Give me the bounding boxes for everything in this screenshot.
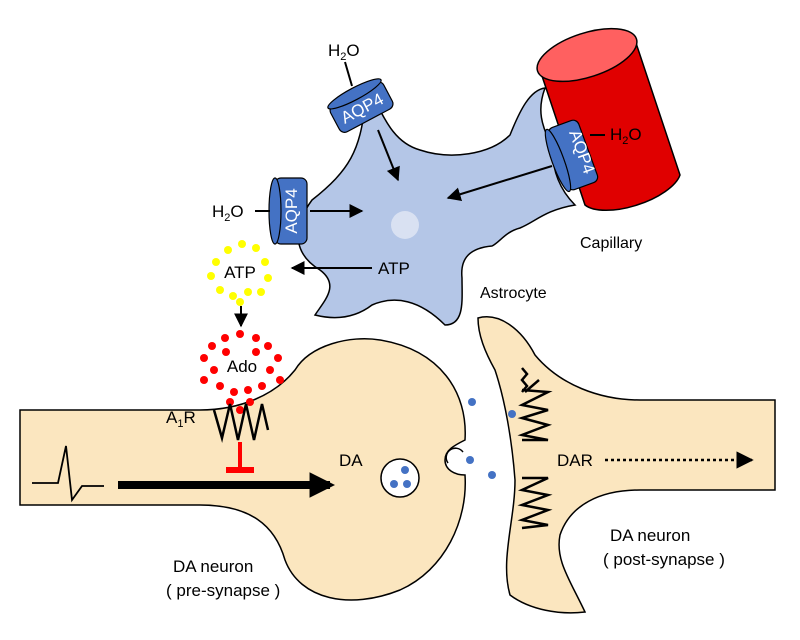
da-dot — [468, 398, 476, 406]
da-receptor-bottom — [517, 476, 553, 530]
astrocyte-nucleus — [391, 211, 419, 239]
vesicle-da-dot — [390, 480, 398, 488]
atp-label: ATP — [224, 263, 256, 282]
h2o-label-left: H2O — [212, 202, 244, 224]
da-dot — [488, 471, 496, 479]
pre-neuron-sublabel: ( pre-synapse ) — [166, 581, 280, 600]
water-arrow-right — [446, 165, 553, 201]
da-label: DA — [339, 451, 363, 470]
synaptic-vesicle — [380, 458, 420, 498]
post-neuron-label: DA neuron — [610, 526, 690, 545]
a1r-receptor — [212, 403, 270, 443]
a1r-label: A1R — [166, 408, 196, 430]
capillary-label: Capillary — [580, 235, 642, 252]
da-dot — [508, 410, 516, 418]
vesicle-da-dot — [401, 466, 409, 474]
pre-neuron-label: DA neuron — [173, 557, 253, 576]
action-potential-icon — [32, 445, 104, 503]
h2o-label-top: H2O — [328, 41, 360, 63]
vesicle-da-dot — [403, 480, 411, 488]
atp-cluster — [207, 240, 272, 306]
da-dot — [466, 456, 474, 464]
water-arrow-top — [377, 129, 400, 182]
da-receptor-top — [517, 367, 553, 442]
post-neuron-sublabel: ( post-synapse ) — [603, 550, 725, 569]
aqp4-label: AQP4 — [282, 188, 301, 233]
vesicle-fusion — [445, 447, 464, 464]
dar-label: DAR — [557, 451, 593, 470]
postsynaptic-neuron — [477, 316, 776, 614]
aqp4-channel-left: AQP4 — [268, 177, 308, 245]
ado-label: Ado — [227, 357, 257, 376]
h2o-label-right: H2O — [610, 125, 642, 147]
water-line-top — [344, 61, 353, 87]
ado-cluster — [200, 330, 284, 414]
atp-astrocyte-label: ATP — [378, 259, 410, 278]
astrocyte-label: Astrocyte — [480, 285, 547, 302]
astrocyte-body — [297, 87, 577, 326]
aqp4-channel-top: AQP4 — [327, 78, 394, 133]
